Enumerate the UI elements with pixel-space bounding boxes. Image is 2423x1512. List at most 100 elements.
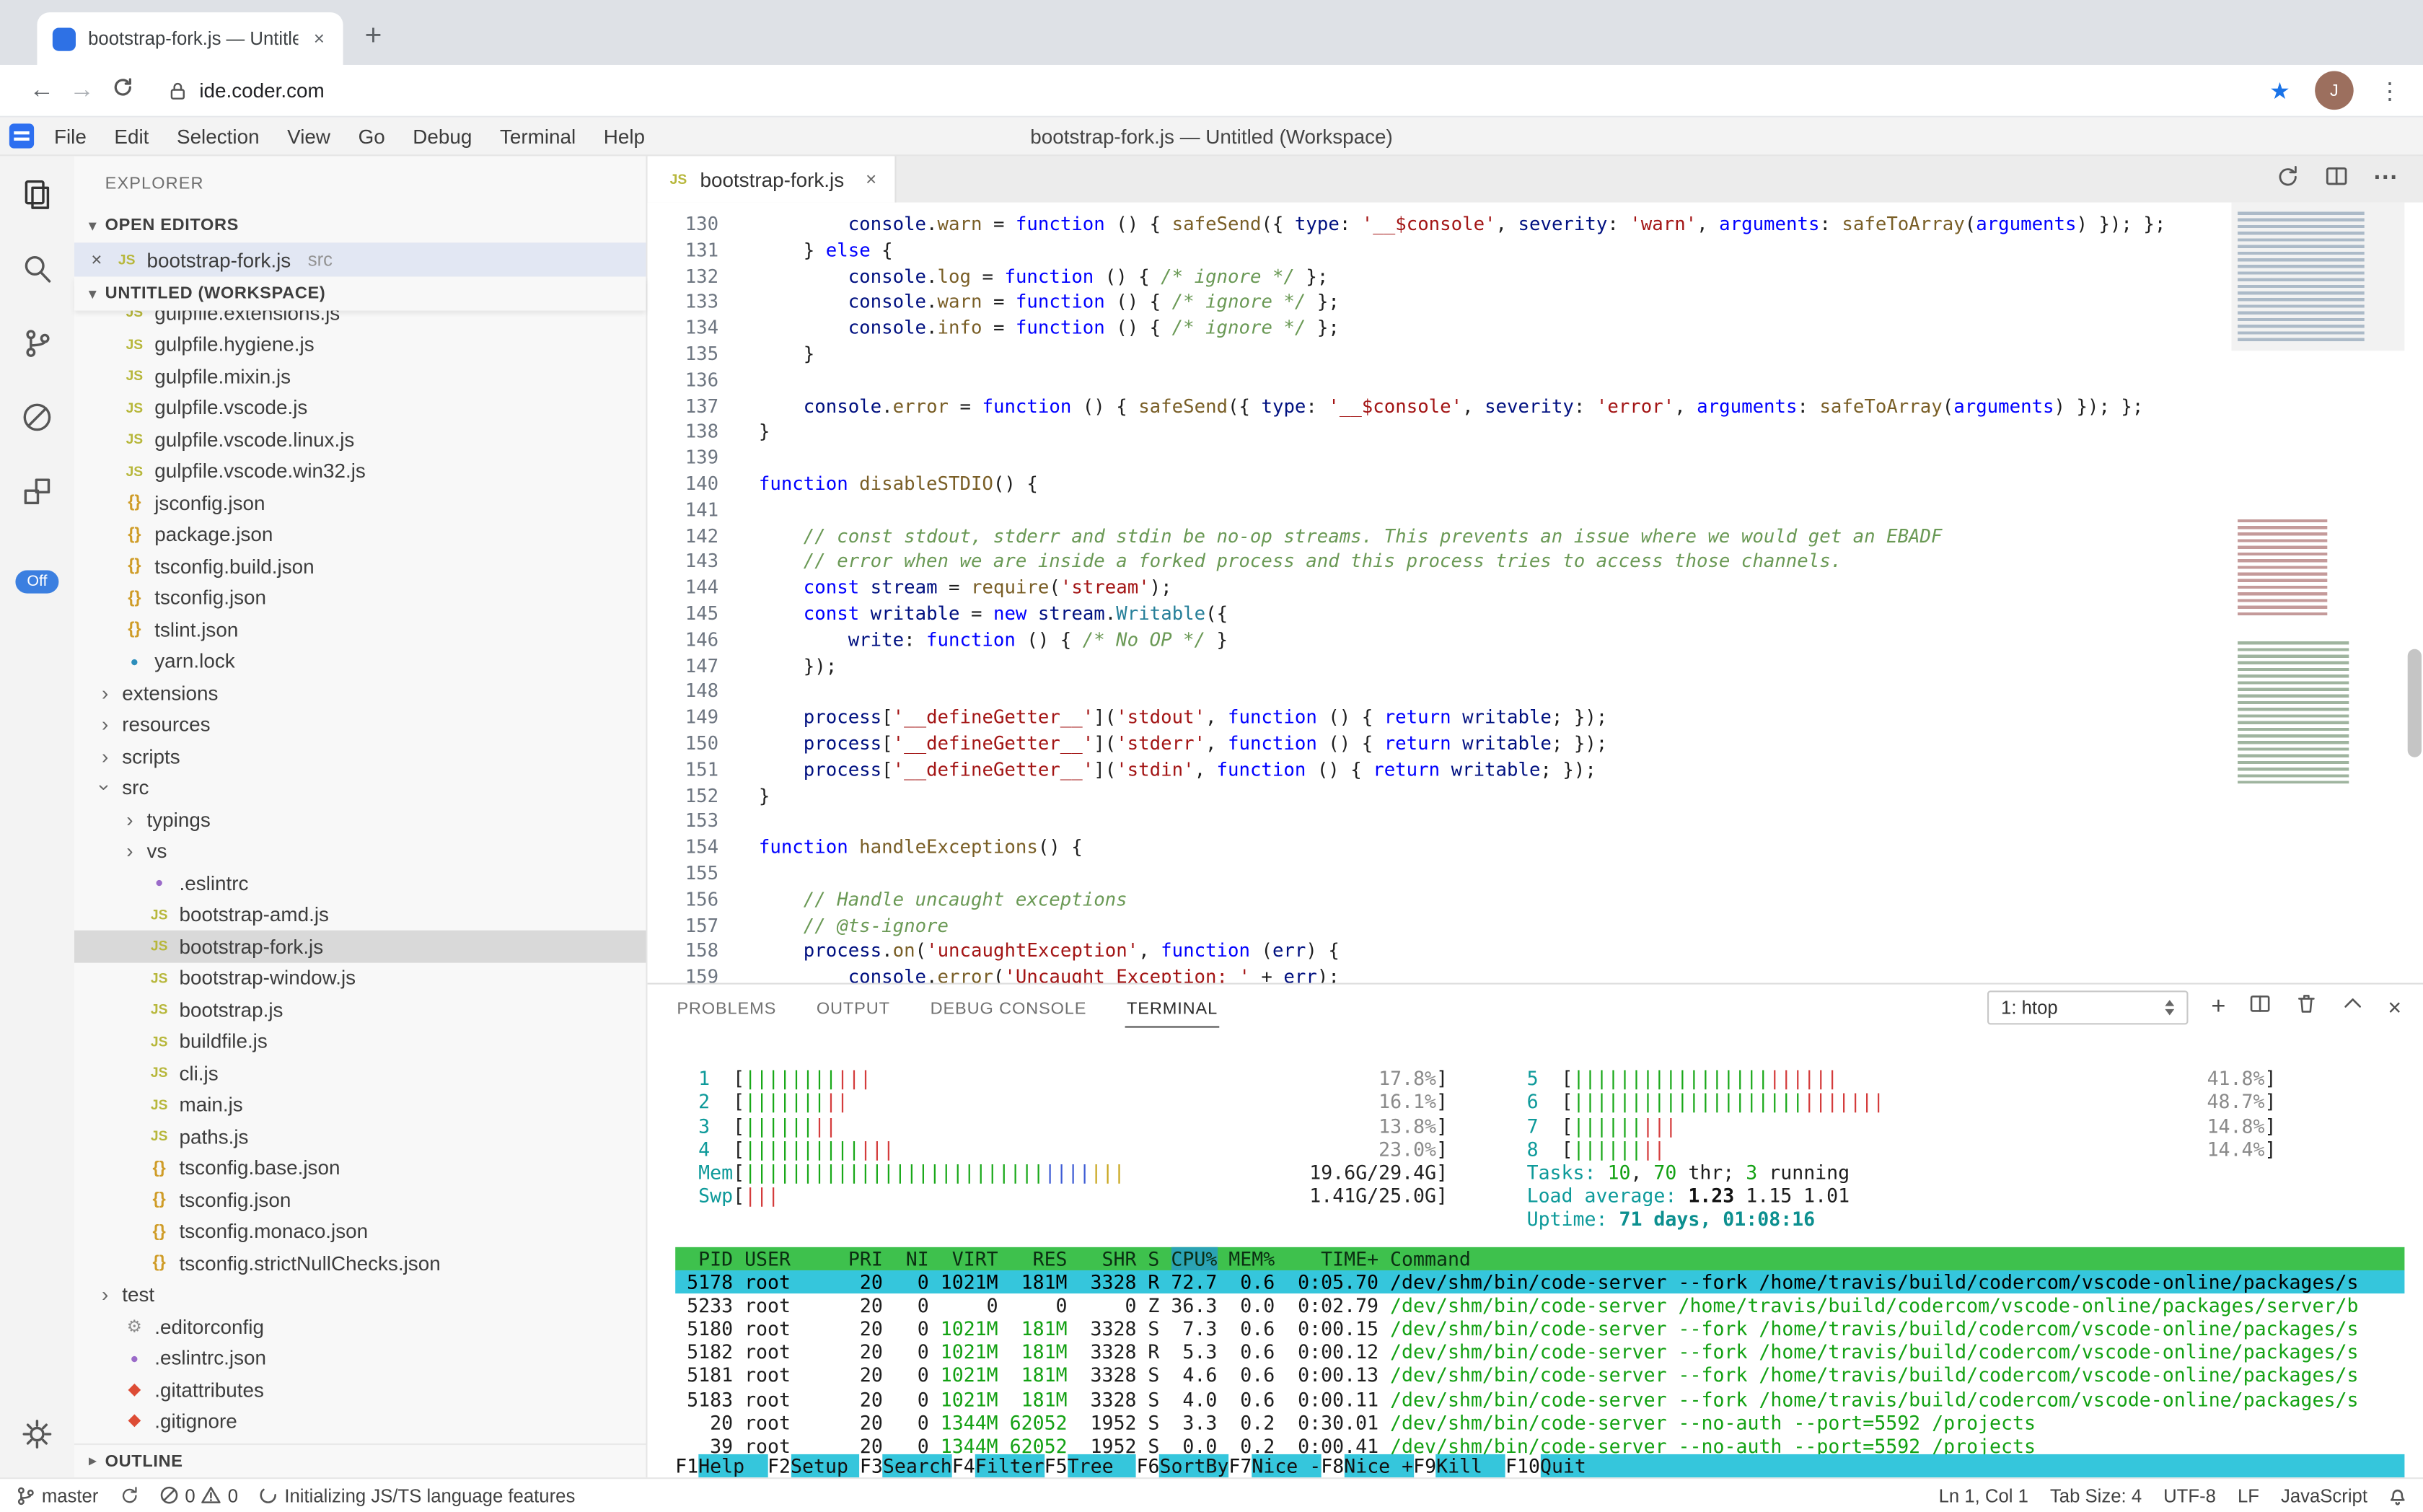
menu-selection[interactable]: Selection [176, 124, 260, 148]
debug-icon[interactable] [20, 400, 54, 434]
new-tab-button[interactable]: + [364, 19, 382, 53]
outline-header[interactable]: ▸OUTLINE [74, 1443, 646, 1477]
tree-item-.mention-bot[interactable]: ▪.mention-bot [74, 1437, 646, 1443]
tree-item-src[interactable]: ›src [74, 772, 646, 804]
tree-item-tsconfig.strictNullChecks.json[interactable]: {}tsconfig.strictNullChecks.json [74, 1247, 646, 1279]
panel-tab-problems[interactable]: PROBLEMS [677, 998, 777, 1018]
tree-item-.eslintrc.json[interactable]: ●.eslintrc.json [74, 1342, 646, 1374]
explorer-icon[interactable] [20, 177, 54, 211]
menu-view[interactable]: View [287, 124, 331, 148]
menu-help[interactable]: Help [603, 124, 646, 148]
source-control-icon[interactable] [20, 326, 54, 360]
tree-item-package.json[interactable]: {}package.json [74, 519, 646, 550]
tree-item-vs[interactable]: ›vs [74, 835, 646, 867]
sync-icon[interactable] [2274, 163, 2299, 195]
browser-menu-icon[interactable]: ⋮ [2378, 78, 2402, 105]
tree-item-yarn.lock[interactable]: ●yarn.lock [74, 645, 646, 677]
open-editors-header[interactable]: ▾OPEN EDITORS [74, 208, 646, 242]
extensions-icon[interactable] [20, 475, 54, 509]
close-panel-icon[interactable]: × [2388, 994, 2402, 1021]
panel-tab-debug-console[interactable]: DEBUG CONSOLE [930, 998, 1087, 1018]
bell-icon[interactable] [2388, 1485, 2408, 1506]
status-item[interactable]: JavaScript [2280, 1484, 2368, 1506]
menu-edit[interactable]: Edit [114, 124, 149, 148]
tree-item-.editorconfig[interactable]: ⚙.editorconfig [74, 1311, 646, 1342]
tree-item-label: test [122, 1283, 155, 1306]
split-terminal-icon[interactable] [2249, 992, 2272, 1023]
minimap[interactable] [2231, 202, 2405, 983]
tree-item-resources[interactable]: ›resources [74, 708, 646, 740]
search-icon[interactable] [20, 252, 54, 286]
bookmark-star-icon[interactable]: ★ [2269, 78, 2290, 105]
menu-debug[interactable]: Debug [413, 124, 472, 148]
menubar-items: File Edit Selection View Go Debug Terminal Help [40, 124, 659, 147]
tree-item-typings[interactable]: ›typings [74, 804, 646, 835]
status-item[interactable]: UTF-8 [2163, 1484, 2216, 1506]
off-badge[interactable]: Off [16, 570, 58, 594]
tree-item-tsconfig.json[interactable]: {}tsconfig.json [74, 1184, 646, 1216]
address-bar[interactable]: ide.coder.com [167, 79, 2269, 102]
tab-close-icon[interactable]: × [866, 168, 877, 190]
tree-item-extensions[interactable]: ›extensions [74, 677, 646, 708]
browser-tab[interactable]: bootstrap-fork.js — Untitled (W × [37, 12, 343, 65]
workspace-header[interactable]: ▾UNTITLED (WORKSPACE) [74, 276, 646, 310]
tree-item-tslint.json[interactable]: {}tslint.json [74, 613, 646, 645]
tab-close-icon[interactable]: × [313, 27, 325, 50]
menu-file[interactable]: File [53, 124, 87, 148]
language-status[interactable]: Initializing JS/TS language features [258, 1485, 575, 1506]
terminal-select[interactable]: 1: htop [1987, 990, 2189, 1025]
reload-icon[interactable] [102, 75, 142, 106]
panel-tab-output[interactable]: OUTPUT [816, 998, 890, 1018]
kill-terminal-icon[interactable] [2295, 992, 2318, 1023]
status-item[interactable]: LF [2237, 1484, 2259, 1506]
problems-indicator[interactable]: 0 0 [159, 1485, 238, 1506]
tree-item-.eslintrc[interactable]: ●.eslintrc [74, 867, 646, 899]
tree-item-tsconfig.monaco.json[interactable]: {}tsconfig.monaco.json [74, 1216, 646, 1247]
tree-item-jsconfig.json[interactable]: {}jsconfig.json [74, 487, 646, 519]
menu-go[interactable]: Go [358, 124, 385, 148]
tree-item-tsconfig.build.json[interactable]: {}tsconfig.build.json [74, 550, 646, 582]
tree-item-test[interactable]: ›test [74, 1279, 646, 1311]
chevron-down-icon: › [93, 784, 117, 791]
tree-item-scripts[interactable]: ›scripts [74, 740, 646, 772]
branch-indicator[interactable]: master [15, 1485, 98, 1506]
maximize-panel-icon[interactable] [2341, 992, 2365, 1023]
tree-item-tsconfig.json[interactable]: {}tsconfig.json [74, 582, 646, 614]
new-terminal-icon[interactable]: + [2211, 993, 2226, 1020]
more-actions-icon[interactable]: ··· [2373, 165, 2398, 192]
terminal[interactable]: 1 [||||||||||| 17.8%]5 [||||||||||||||||… [648, 1031, 2423, 1478]
code-editor[interactable]: 130 console.warn = function () { safeSen… [648, 202, 2423, 983]
open-editor-item[interactable]: × JS bootstrap-fork.js src [74, 242, 646, 277]
tree-item-.gitignore[interactable]: ◆.gitignore [74, 1405, 646, 1437]
menu-terminal[interactable]: Terminal [499, 124, 576, 148]
avatar[interactable]: J [2315, 71, 2354, 110]
split-editor-icon[interactable] [2324, 163, 2349, 195]
tree-item-.gitattributes[interactable]: ◆.gitattributes [74, 1374, 646, 1406]
forward-icon[interactable]: → [69, 76, 94, 103]
editor-tab[interactable]: JS bootstrap-fork.js × [647, 156, 897, 203]
settings-gear-icon[interactable] [20, 1417, 54, 1459]
panel-tab-terminal[interactable]: TERMINAL [1125, 988, 1220, 1027]
status-item[interactable]: Ln 1, Col 1 [1938, 1484, 2028, 1506]
scrollbar-thumb[interactable] [2407, 649, 2422, 757]
close-editor-icon[interactable]: × [91, 248, 102, 271]
back-icon[interactable]: ← [29, 76, 54, 103]
sync-status[interactable] [118, 1485, 138, 1506]
tree-item-tsconfig.base.json[interactable]: {}tsconfig.base.json [74, 1152, 646, 1184]
status-item[interactable]: Tab Size: 4 [2049, 1484, 2142, 1506]
